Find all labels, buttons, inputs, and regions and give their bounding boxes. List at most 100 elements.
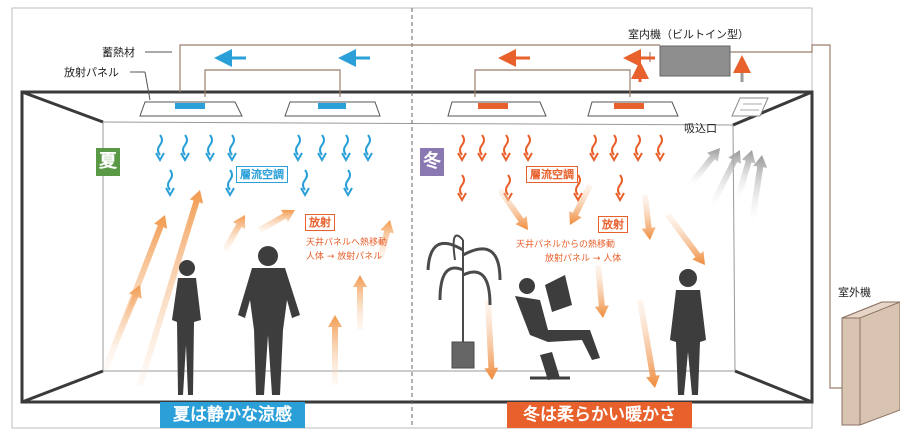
cool-air-squiggle <box>295 134 301 156</box>
warm-air-squiggle-head <box>523 152 533 163</box>
cool-air-squiggle <box>345 169 351 191</box>
warm-air-squiggle <box>459 174 465 196</box>
cool-air-squiggle <box>343 134 349 156</box>
cool-air-squiggle <box>157 134 163 156</box>
falling-heat-arrow <box>637 299 660 388</box>
rising-heat-arrow <box>328 315 342 385</box>
cool-air-squiggle-head <box>227 152 237 163</box>
room-box <box>20 90 814 404</box>
winter-badge: 冬 <box>423 151 441 172</box>
falling-heat-arrow <box>641 194 656 240</box>
summer-downflow <box>155 134 373 198</box>
panel-summer-1 <box>139 101 243 117</box>
falling-heat-arrow <box>484 299 499 380</box>
warm-air-squiggle <box>591 134 597 156</box>
summer-desc-line2: 人体 → 放射パネル <box>306 252 383 262</box>
warm-air-squiggle <box>617 174 623 196</box>
summer-banner-bg <box>160 402 305 428</box>
warm-air-squiggle <box>525 134 531 156</box>
cool-air-squiggle-head <box>363 152 373 163</box>
intake-grille <box>731 97 769 117</box>
warm-air-squiggle-head <box>501 152 511 163</box>
rising-heat-arrow <box>353 275 367 330</box>
warm-air-squiggle-head <box>655 152 665 163</box>
indoor-unit-box <box>659 45 731 77</box>
cool-air-squiggle-head <box>341 152 351 163</box>
outdoor-unit-box <box>841 301 900 426</box>
panel-winter-1 <box>447 101 547 117</box>
rising-heat-arrow <box>377 220 394 261</box>
summer-desc-line1: 天井パネルへ熱移動 <box>306 238 388 248</box>
warm-air-squiggle-head <box>457 152 467 163</box>
cool-air-squiggle <box>365 134 371 156</box>
winter-badge-bg <box>420 148 444 176</box>
radiant-panel-label: 放射パネル <box>64 66 119 79</box>
panel-summer-2 <box>284 101 381 117</box>
warm-air-squiggle <box>611 134 617 156</box>
winter-downflow <box>457 134 665 203</box>
cool-air-squiggle <box>207 134 213 156</box>
indoor-unit-label: 室内機（ビルトイン型） <box>628 28 749 41</box>
duct-lines <box>179 44 842 389</box>
cool-air-squiggle-head <box>205 152 215 163</box>
person-standing-winter-silhouette <box>670 269 706 395</box>
summer-radiation-tag: 放射 <box>305 214 335 231</box>
cool-air-squiggle <box>319 134 325 156</box>
rising-heat-arrow <box>222 215 246 252</box>
intake-air-arrow <box>709 150 741 207</box>
winter-radiation-tag: 放射 <box>598 216 628 233</box>
falling-heat-arrow <box>665 213 705 265</box>
cool-air-squiggle-head <box>155 152 165 163</box>
winter-banner-bg <box>507 402 692 428</box>
warm-air-squiggle <box>657 134 663 156</box>
cool-air-squiggle <box>302 169 308 191</box>
person-reading-silhouette <box>515 275 600 380</box>
rising-heat-arrow <box>112 285 142 347</box>
cool-air-squiggle-head <box>165 187 175 198</box>
cool-air-squiggle-head <box>300 187 310 198</box>
intake-air-arrow <box>749 155 768 223</box>
cool-air-squiggle-head <box>343 187 353 198</box>
warm-air-squiggle-head <box>615 192 625 203</box>
outdoor-unit-label: 室外機 <box>838 286 871 299</box>
winter-desc-line2: 放射パネル → 人体 <box>545 254 622 264</box>
warm-air-squiggle <box>459 134 465 156</box>
winter-falling-arrows <box>484 183 705 388</box>
summer-banner: 夏は静かな涼感 <box>173 405 292 425</box>
warm-air-squiggle-head <box>573 192 583 203</box>
intake-air-arrow <box>735 150 756 199</box>
cool-air-squiggle-head <box>317 152 327 163</box>
intake-arrows <box>687 148 768 223</box>
ceiling-panels <box>139 101 679 117</box>
return-air-arrows <box>214 49 751 82</box>
cool-air-squiggle <box>227 169 233 191</box>
warm-air-squiggle <box>479 134 485 156</box>
cool-air-squiggle-head <box>293 152 303 163</box>
rising-heat-arrow <box>258 209 295 233</box>
falling-heat-arrow <box>569 183 593 225</box>
warm-air-squiggle-head <box>633 152 643 163</box>
warm-air-squiggle-head <box>589 152 599 163</box>
winter-desc-line1: 天井パネルからの熱移動 <box>516 240 616 250</box>
person-man-silhouette <box>238 246 300 395</box>
cool-air-squiggle-head <box>180 152 190 163</box>
intake-label: 吸込口 <box>684 122 717 135</box>
summer-rising-arrows <box>102 190 394 386</box>
warm-air-squiggle-head <box>477 152 487 163</box>
warm-air-squiggle-head <box>609 152 619 163</box>
panel-winter-2 <box>587 101 679 117</box>
heat-storage-label: 蓄熱材 <box>102 46 135 59</box>
summer-badge-bg <box>96 148 120 176</box>
falling-heat-arrow <box>594 264 609 318</box>
cool-air-squiggle <box>167 169 173 191</box>
falling-heat-arrow <box>497 188 528 230</box>
cool-air-squiggle-head <box>225 187 235 198</box>
person-woman-silhouette <box>172 260 201 395</box>
warm-air-squiggle <box>575 174 581 196</box>
summer-badge: 夏 <box>99 151 117 172</box>
warm-air-squiggle <box>635 134 641 156</box>
summer-laminar-tag: 層流空調 <box>236 166 288 183</box>
cool-air-squiggle <box>229 134 235 156</box>
